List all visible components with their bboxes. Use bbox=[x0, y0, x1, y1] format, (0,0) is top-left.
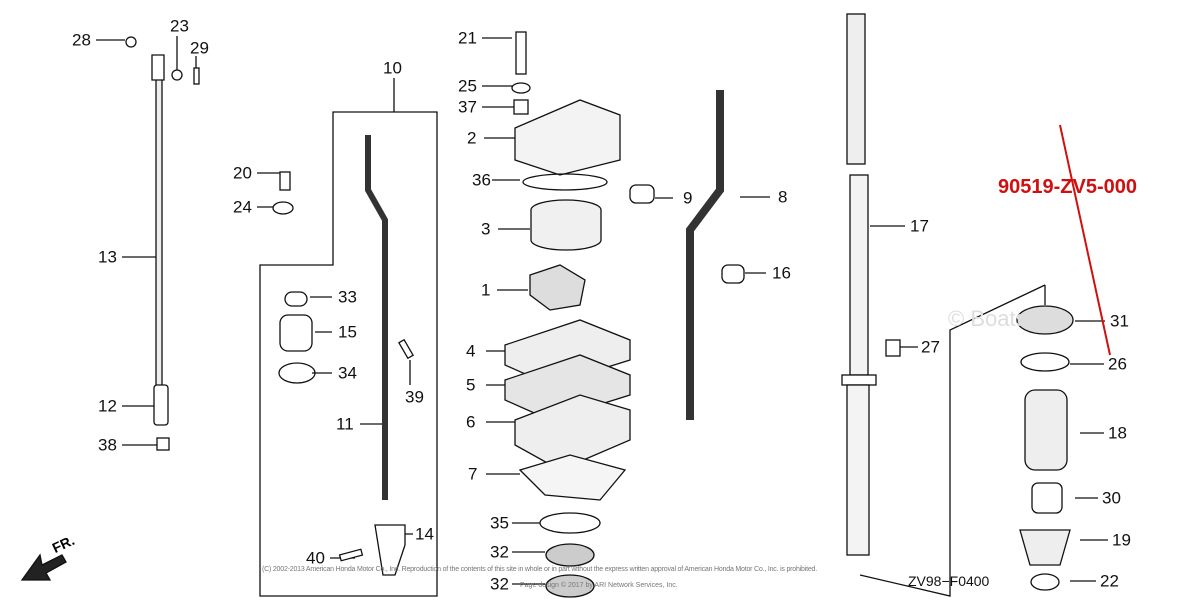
callout-33[interactable]: 33 bbox=[338, 287, 357, 307]
page-design-notice: Page design © 2017 by ARI Network Servic… bbox=[520, 582, 678, 589]
callout-21[interactable]: 21 bbox=[458, 28, 477, 48]
callout-24[interactable]: 24 bbox=[233, 197, 252, 217]
diagram-code: ZV98−F0400 bbox=[908, 573, 990, 589]
callout-38[interactable]: 38 bbox=[98, 435, 117, 455]
callout-37[interactable]: 37 bbox=[458, 97, 477, 117]
callout-29[interactable]: 29 bbox=[190, 38, 209, 58]
callout-32-lower[interactable]: 32 bbox=[490, 574, 509, 594]
callout-11[interactable]: 11 bbox=[336, 414, 354, 434]
callout-4[interactable]: 4 bbox=[466, 341, 476, 361]
callout-28[interactable]: 28 bbox=[72, 30, 91, 50]
callout-5[interactable]: 5 bbox=[466, 375, 476, 395]
callout-20[interactable]: 20 bbox=[233, 163, 252, 183]
callout-13[interactable]: 13 bbox=[98, 247, 117, 267]
callout-30[interactable]: 30 bbox=[1102, 488, 1121, 508]
callout-23[interactable]: 23 bbox=[170, 16, 189, 36]
callout-6[interactable]: 6 bbox=[466, 412, 476, 432]
callout-9[interactable]: 9 bbox=[683, 188, 693, 208]
callout-18[interactable]: 18 bbox=[1108, 423, 1127, 443]
callout-17[interactable]: 17 bbox=[910, 216, 929, 236]
watermark: © Boats.net bbox=[948, 306, 1064, 331]
callout-2[interactable]: 2 bbox=[467, 128, 477, 148]
callout-32[interactable]: 32 bbox=[490, 542, 509, 562]
callout-34[interactable]: 34 bbox=[338, 363, 357, 383]
water-pump-assembly bbox=[504, 31, 745, 598]
callout-3[interactable]: 3 bbox=[481, 219, 491, 239]
callout-27[interactable]: 27 bbox=[921, 337, 940, 357]
callout-35[interactable]: 35 bbox=[490, 513, 509, 533]
callout-31[interactable]: 31 bbox=[1110, 311, 1129, 331]
leader-lines bbox=[96, 36, 1108, 597]
shift-rod-13 bbox=[125, 36, 200, 451]
callout-8[interactable]: 8 bbox=[778, 187, 788, 207]
gear-stack bbox=[1016, 124, 1111, 591]
callout-26[interactable]: 26 bbox=[1108, 354, 1127, 374]
callout-40[interactable]: 40 bbox=[306, 548, 325, 568]
callout-25[interactable]: 25 bbox=[458, 76, 477, 96]
callout-12[interactable]: 12 bbox=[98, 396, 117, 416]
highlighted-part-number[interactable]: 90519-ZV5-000 bbox=[998, 176, 1137, 198]
callout-14[interactable]: 14 bbox=[415, 524, 434, 544]
callout-16[interactable]: 16 bbox=[772, 263, 791, 283]
callout-7[interactable]: 7 bbox=[468, 464, 478, 484]
shift-rod-11 bbox=[272, 135, 414, 576]
front-arrow bbox=[20, 553, 67, 581]
callout-15[interactable]: 15 bbox=[338, 322, 357, 342]
driveshaft-17 bbox=[841, 13, 901, 556]
callout-39[interactable]: 39 bbox=[405, 387, 424, 407]
callout-10[interactable]: 10 bbox=[383, 58, 402, 78]
callout-19[interactable]: 19 bbox=[1112, 530, 1131, 550]
callout-22[interactable]: 22 bbox=[1100, 571, 1119, 591]
callout-36[interactable]: 36 bbox=[472, 170, 491, 190]
copyright-notice: (C) 2002-2013 American Honda Motor Co., … bbox=[262, 566, 817, 573]
callout-1[interactable]: 1 bbox=[481, 280, 491, 300]
